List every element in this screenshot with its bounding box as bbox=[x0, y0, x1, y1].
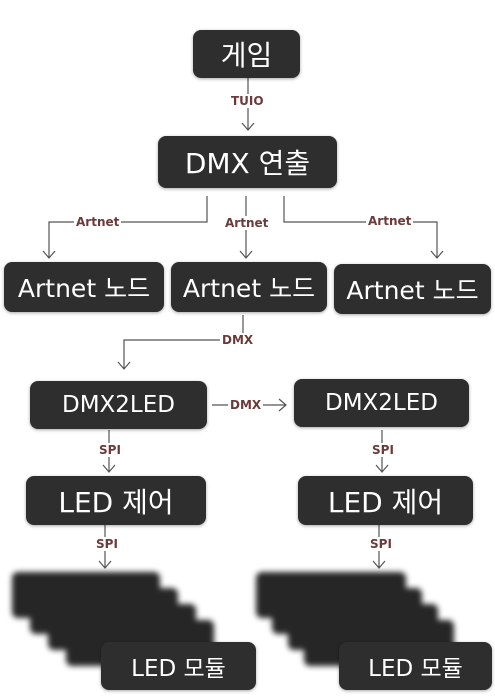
edge-dmx-artnet-left bbox=[42, 196, 208, 259]
node-led-module-right: LED 모듈 bbox=[339, 642, 492, 690]
edge-label-spi-3: SPI bbox=[94, 537, 120, 551]
node-game: 게임 bbox=[193, 30, 300, 78]
edge-label-dmx: DMX bbox=[220, 333, 256, 347]
edge-label-spi-4: SPI bbox=[368, 537, 394, 551]
edge-label-tuio: TUIO bbox=[229, 94, 266, 108]
edge-label-spi-2: SPI bbox=[370, 443, 396, 457]
node-artnet-middle: Artnet 노드 bbox=[171, 262, 327, 312]
node-led-control-left: LED 제어 bbox=[26, 476, 206, 525]
edge-dmx-artnet-right bbox=[283, 196, 444, 259]
node-dmx2led-right: DMX2LED bbox=[294, 379, 469, 427]
edge-label-artnet-middle: Artnet bbox=[223, 216, 271, 230]
edge-artnet-dmx2led bbox=[117, 315, 244, 370]
node-artnet-right: Artnet 노드 bbox=[334, 264, 491, 314]
node-artnet-left: Artnet 노드 bbox=[4, 262, 164, 312]
node-led-module-left: LED 모듈 bbox=[101, 642, 256, 690]
edge-label-dmx-chain: DMX bbox=[228, 398, 264, 412]
edge-label-artnet-left: Artnet bbox=[74, 215, 122, 229]
edge-label-artnet-right: Artnet bbox=[366, 214, 414, 228]
node-led-control-right: LED 제어 bbox=[298, 476, 473, 525]
edge-label-spi-1: SPI bbox=[97, 443, 123, 457]
node-dmx-show: DMX 연출 bbox=[158, 136, 337, 188]
node-dmx2led-left: DMX2LED bbox=[30, 381, 207, 429]
